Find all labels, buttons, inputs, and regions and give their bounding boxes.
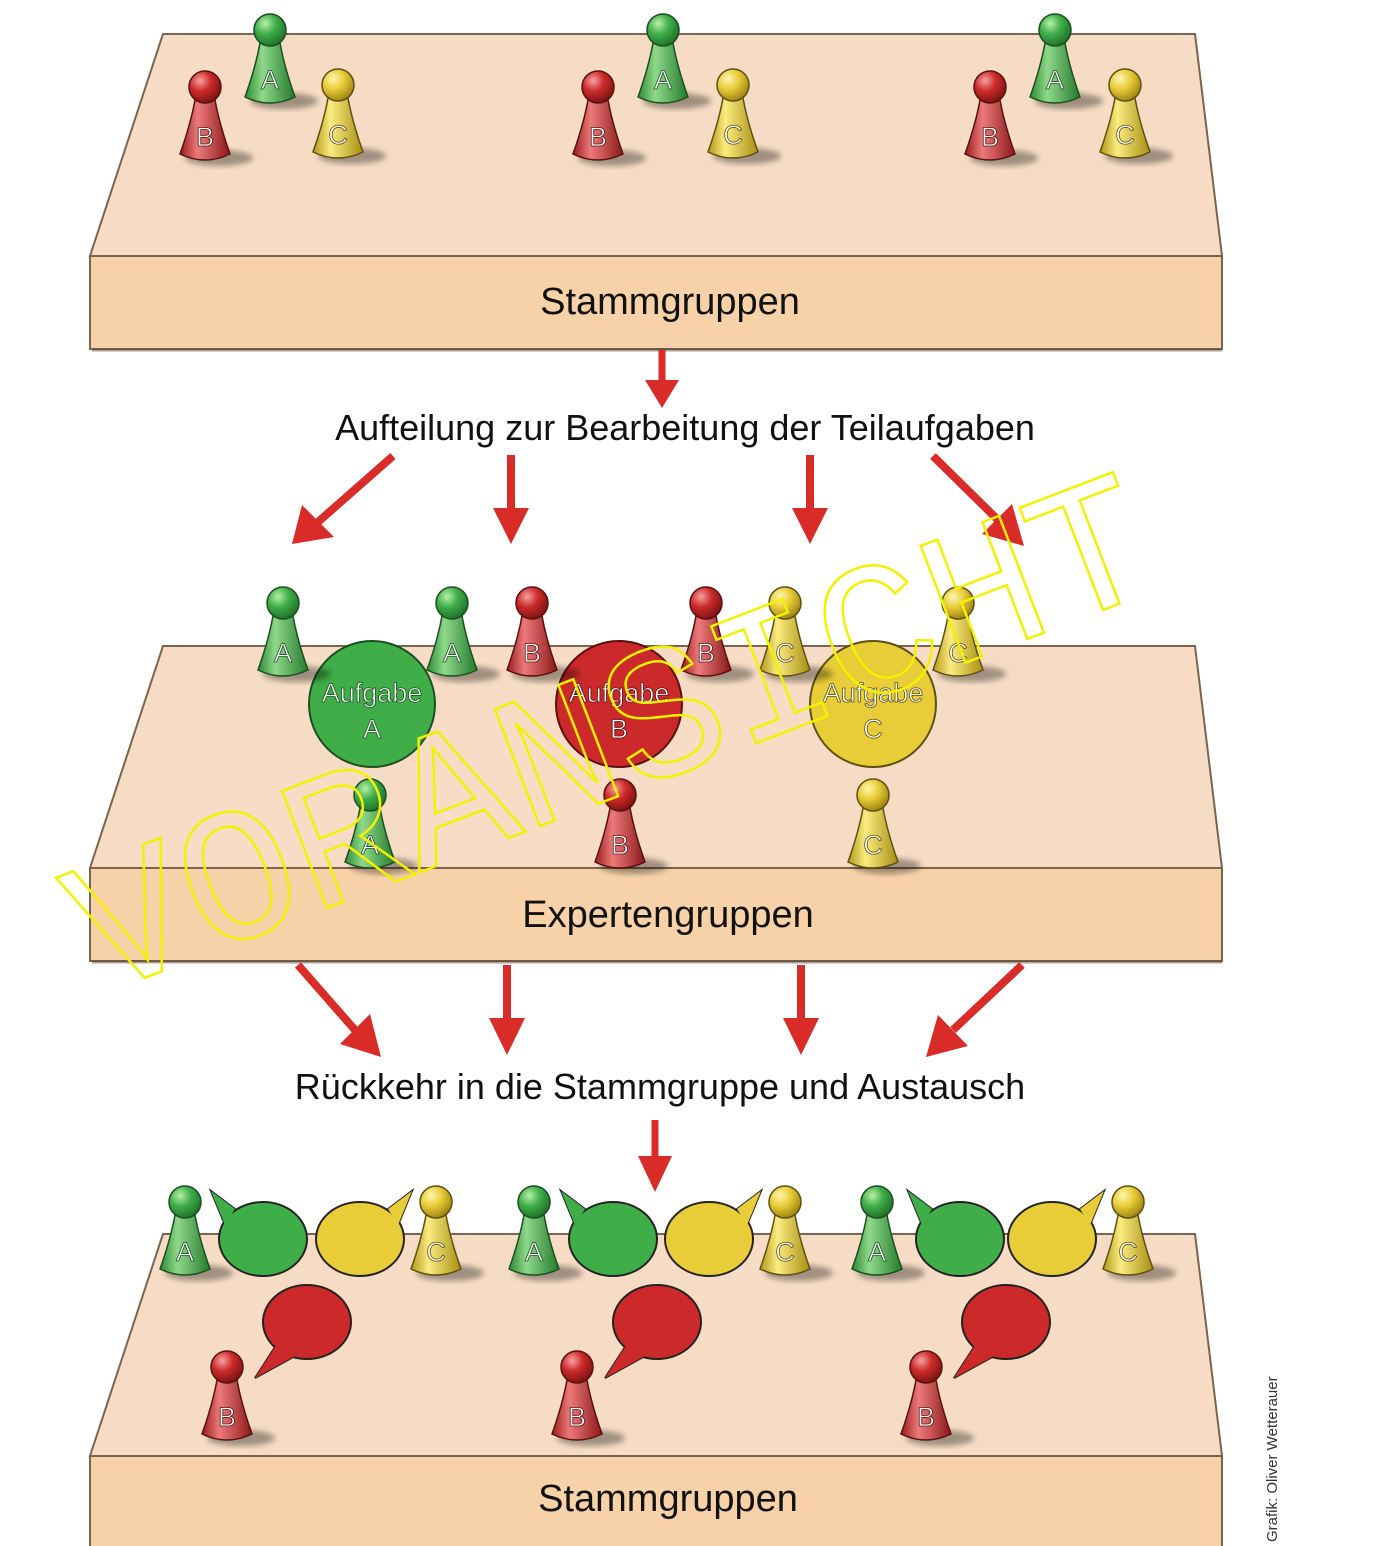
speech-bubble-green bbox=[208, 1188, 308, 1277]
pawn-label: B bbox=[523, 638, 541, 668]
pawn-label: C bbox=[328, 120, 348, 150]
pawn-label: A bbox=[525, 1237, 543, 1267]
pawn-c: C bbox=[1099, 68, 1173, 164]
board-front-face bbox=[89, 867, 1223, 962]
pawn-label: B bbox=[611, 830, 629, 860]
arrow-down bbox=[645, 350, 679, 408]
pawn-c: C bbox=[312, 68, 386, 164]
speech-bubble-green bbox=[558, 1188, 658, 1277]
pawn-a: A bbox=[637, 13, 711, 109]
pawn-b: B bbox=[594, 778, 668, 874]
pawn-c: C bbox=[847, 778, 921, 874]
pawn-label: A bbox=[361, 830, 379, 860]
speech-bubble-red bbox=[254, 1284, 352, 1379]
pawn-label: B bbox=[917, 1402, 935, 1432]
pawn-b: B bbox=[179, 70, 253, 166]
svg-text:A: A bbox=[363, 714, 381, 744]
svg-text:Aufgabe: Aufgabe bbox=[823, 678, 924, 708]
pawn-label: C bbox=[863, 830, 883, 860]
board-front-face bbox=[89, 1455, 1223, 1546]
pawn-b: B bbox=[900, 1350, 974, 1446]
pawn-label: C bbox=[1118, 1237, 1138, 1267]
task-circle-c: Aufgabe C bbox=[809, 640, 937, 768]
pawn-a: A bbox=[344, 778, 418, 874]
task-circle-a: Aufgabe A bbox=[308, 640, 436, 768]
speech-bubble-yellow bbox=[1007, 1188, 1107, 1277]
pawn-a: A bbox=[1029, 13, 1103, 109]
pawn-a: A bbox=[244, 13, 318, 109]
step-label: Aufteilung zur Bearbeitung der Teilaufga… bbox=[335, 407, 1035, 448]
pawn-label: B bbox=[218, 1402, 236, 1432]
speech-bubble-red bbox=[953, 1284, 1051, 1379]
pawn-label: A bbox=[261, 65, 279, 95]
pawn-a: A bbox=[851, 1185, 925, 1281]
pawn-label: A bbox=[176, 1237, 194, 1267]
board-stammgruppen-top: Stammgruppen bbox=[88, 33, 1224, 352]
board-stammgruppen-bottom: Stammgruppen bbox=[88, 1233, 1224, 1546]
pawn-c: C bbox=[759, 586, 833, 682]
pawn-c: C bbox=[759, 1185, 833, 1281]
pawn-a: A bbox=[159, 1185, 233, 1281]
pawn-b: B bbox=[572, 70, 646, 166]
pawn-label: A bbox=[274, 638, 292, 668]
pawn-label: C bbox=[775, 638, 795, 668]
arrows-return bbox=[294, 962, 1025, 1057]
task-circle-b: Aufgabe B bbox=[555, 640, 683, 768]
board-label: Stammgruppen bbox=[538, 1478, 798, 1520]
speech-bubble-yellow bbox=[315, 1188, 415, 1277]
pawn-label: A bbox=[868, 1237, 886, 1267]
pawn-label: B bbox=[568, 1402, 586, 1432]
speech-bubble-yellow bbox=[664, 1188, 764, 1277]
pawn-label: A bbox=[443, 638, 461, 668]
pawn-label: C bbox=[775, 1237, 795, 1267]
svg-text:Aufgabe: Aufgabe bbox=[569, 678, 670, 708]
pawn-b: B bbox=[964, 70, 1038, 166]
pawn-b: B bbox=[201, 1350, 275, 1446]
svg-text:B: B bbox=[610, 714, 628, 744]
board-label: Expertengruppen bbox=[522, 894, 814, 936]
pawn-c: C bbox=[932, 586, 1006, 682]
pawns: A A A B B B C C C A A A B B B C C C A A A C C C B B B bbox=[159, 13, 1176, 1446]
pawn-c: C bbox=[707, 68, 781, 164]
pawn-label: B bbox=[589, 122, 607, 152]
pawn-label: B bbox=[981, 122, 999, 152]
pawn-a: A bbox=[426, 586, 500, 682]
pawn-c: C bbox=[1102, 1185, 1176, 1281]
speech-bubble-green bbox=[905, 1188, 1005, 1277]
step-label: Rückkehr in die Stammgruppe und Austausc… bbox=[295, 1066, 1025, 1107]
speech-bubbles bbox=[208, 1188, 1107, 1379]
svg-text:C: C bbox=[863, 714, 883, 744]
pawn-a: A bbox=[257, 586, 331, 682]
pawn-b: B bbox=[680, 586, 754, 682]
image-credit: Grafik: Oliver Wetterauer bbox=[1264, 1376, 1281, 1542]
pawn-b: B bbox=[506, 586, 580, 682]
pawn-label: C bbox=[723, 120, 743, 150]
pawn-label: C bbox=[948, 638, 968, 668]
board-label: Stammgruppen bbox=[540, 281, 800, 323]
pawn-label: A bbox=[1046, 65, 1064, 95]
arrow-down bbox=[638, 1120, 672, 1192]
pawn-a: A bbox=[508, 1185, 582, 1281]
pawn-b: B bbox=[551, 1350, 625, 1446]
pawn-label: B bbox=[196, 122, 214, 152]
arrows-split bbox=[292, 452, 1024, 546]
pawn-label: C bbox=[1115, 120, 1135, 150]
pawn-c: C bbox=[410, 1185, 484, 1281]
board-front-face bbox=[89, 255, 1223, 350]
pawn-label: B bbox=[697, 638, 715, 668]
pawn-label: C bbox=[426, 1237, 446, 1267]
pawn-label: A bbox=[654, 65, 672, 95]
svg-text:Aufgabe: Aufgabe bbox=[322, 678, 423, 708]
speech-bubble-red bbox=[604, 1284, 702, 1379]
